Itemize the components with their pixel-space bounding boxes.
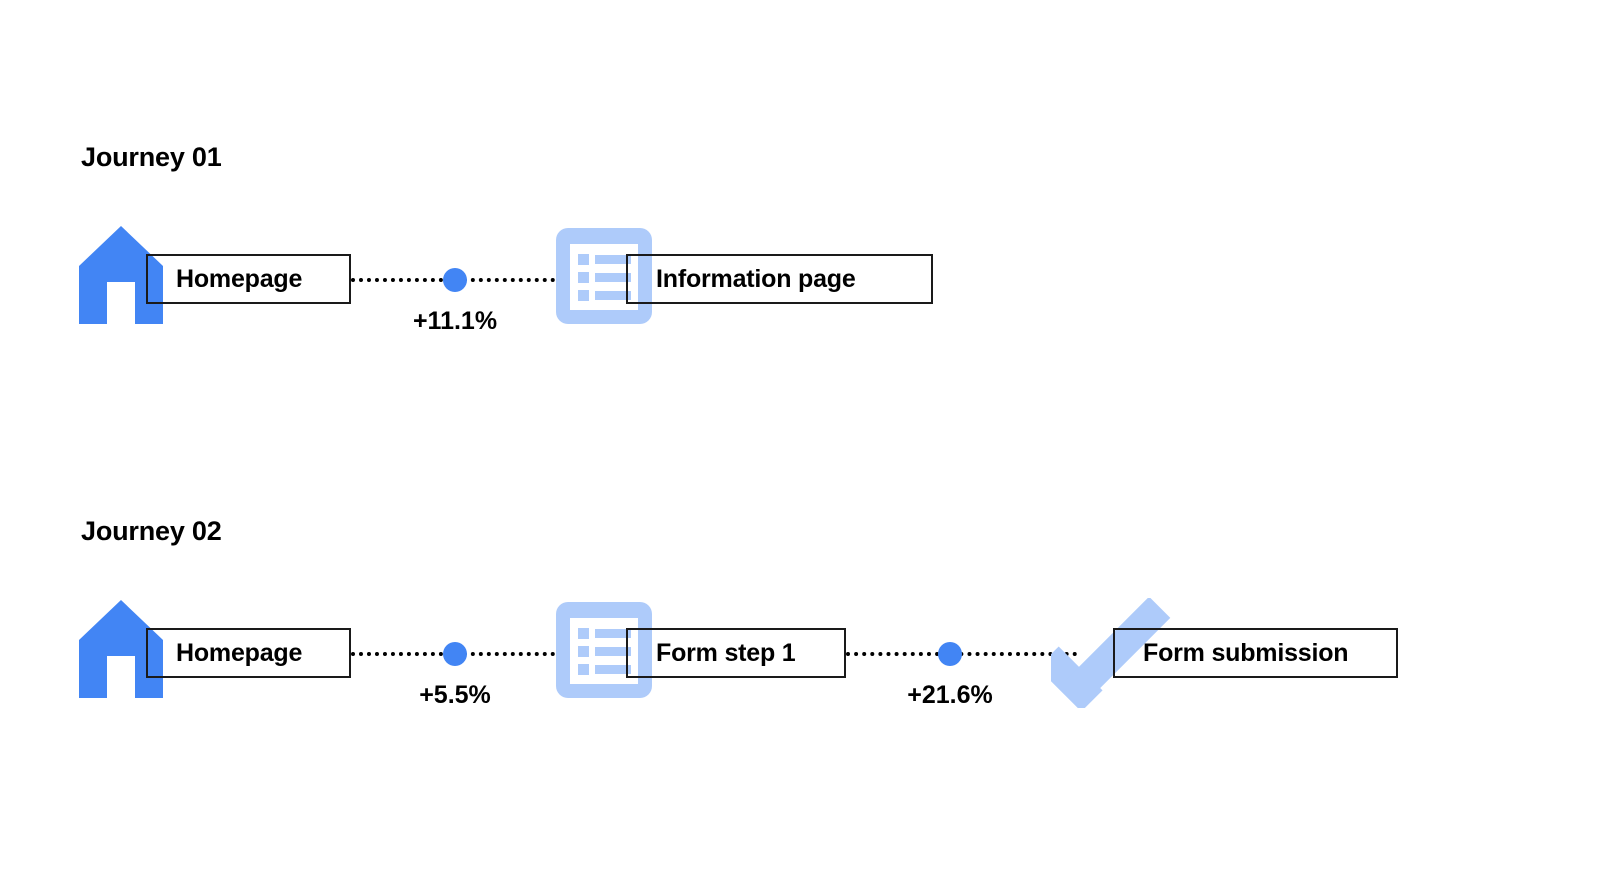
journey-02-step-box-form-step-1[interactable]: Form step 1 — [626, 628, 846, 678]
journey-01-step-label-homepage: Homepage — [176, 264, 303, 293]
journey-02-title: Journey 02 — [81, 516, 222, 546]
journey-02-step-box-homepage[interactable]: Homepage — [146, 628, 351, 678]
journey-01-step-box-information-page[interactable]: Information page — [626, 254, 933, 304]
journey-01: Journey 01 +11.1% Homepage — [79, 142, 933, 335]
journey-02-delta-1: +5.5% — [419, 681, 491, 709]
journey-02-transition-dot-1 — [443, 642, 467, 666]
journey-02-step-label-form-submission: Form submission — [1143, 638, 1349, 667]
journey-02: Journey 02 +5.5% +21.6% Homepage — [0, 374, 1601, 874]
check-icon — [1051, 598, 1173, 708]
home-icon — [79, 600, 163, 698]
journey-01-step-box-homepage[interactable]: Homepage — [146, 254, 351, 304]
journey-01-step-label-information-page: Information page — [656, 264, 856, 293]
journey-02-transition-dot-2 — [938, 642, 962, 666]
journey-02-step-label-form-step-1: Form step 1 — [656, 638, 796, 667]
journey-02-step-box-form-submission[interactable]: Form submission — [1113, 628, 1398, 678]
journey-01-title: Journey 01 — [81, 142, 222, 172]
journey-01-delta-1: +11.1% — [412, 307, 498, 335]
home-icon — [79, 226, 163, 324]
journey-02-delta-2: +21.6% — [907, 681, 993, 709]
journey-02-step-label-homepage: Homepage — [176, 638, 303, 667]
journey-01-transition-dot-1 — [443, 268, 467, 292]
list-page-icon — [556, 602, 652, 698]
